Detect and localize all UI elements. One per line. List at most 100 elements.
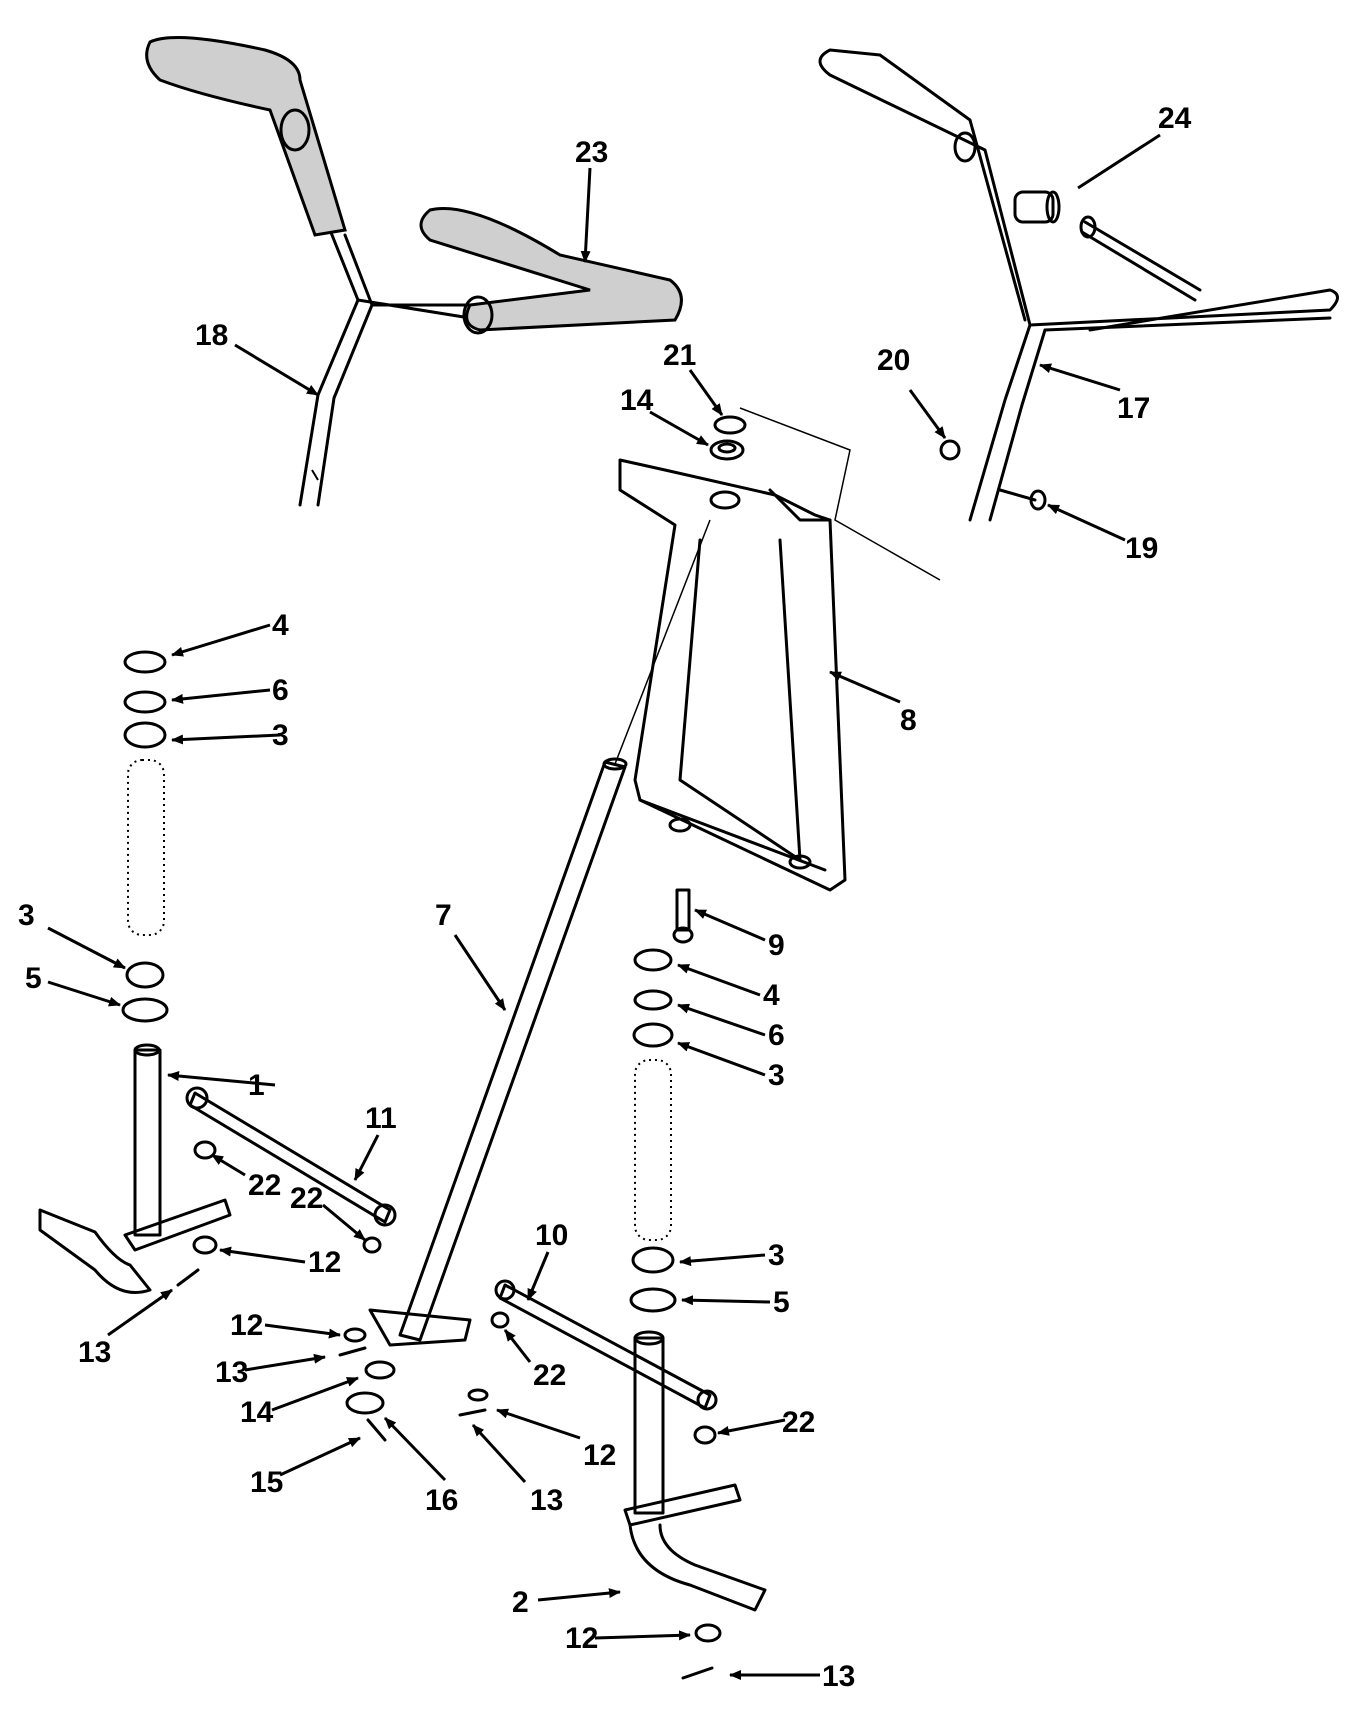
washer-part-5-left: [121, 997, 169, 1023]
leader-24: [1077, 133, 1161, 190]
callout-12: 12: [308, 1246, 341, 1279]
leader-5b: [681, 1295, 771, 1306]
callout-3: 3: [768, 1239, 785, 1272]
spindle-housing-outline-left: [127, 759, 165, 936]
leader-14a: [649, 410, 709, 447]
leader-16: [383, 1416, 447, 1482]
snap-ring-part-4-left: [123, 650, 167, 674]
leader-22b: [322, 1203, 366, 1242]
spacer-sleeve-part-24: [1013, 190, 1061, 224]
leader-22d: [717, 1418, 786, 1436]
leader-23: [580, 167, 592, 263]
washer-part-5-right: [629, 1287, 677, 1313]
steering-shaft-part-7: [398, 519, 711, 1342]
spindle-part-2: [633, 1336, 665, 1515]
callout-10: 10: [535, 1219, 568, 1252]
leader-15: [279, 1436, 361, 1477]
callout-12: 12: [565, 1622, 598, 1655]
leader-13b: [244, 1353, 326, 1372]
leader-22c: [503, 1329, 532, 1363]
pin-part-13-a: [176, 1268, 200, 1287]
nut-part-22-b: [362, 1236, 382, 1254]
callout-3: 3: [18, 899, 35, 932]
leader-12c: [496, 1408, 581, 1440]
callout-20: 20: [877, 344, 910, 377]
callout-14: 14: [620, 384, 654, 417]
callout-14: 14: [240, 1396, 274, 1429]
callout-12: 12: [583, 1439, 616, 1472]
washer-part-6-left: [123, 690, 167, 714]
left-spindle-assembly: [38, 650, 232, 1294]
callout-22: 22: [290, 1182, 323, 1215]
washer-part-12-b: [343, 1327, 367, 1343]
bushing-part-14-bottom: [364, 1360, 396, 1380]
callout-13: 13: [822, 1660, 855, 1693]
leader-12d: [594, 1630, 691, 1641]
leader-10: [526, 1251, 550, 1301]
leader-1: [167, 1071, 276, 1087]
spindle-part-1: [133, 1048, 162, 1237]
bolt-part-9: [672, 888, 694, 944]
washer-part-12-a: [192, 1235, 218, 1255]
steering-arm-plate: [368, 1308, 472, 1347]
bearing-part-3-right-top: [632, 1022, 674, 1048]
leader-22a: [211, 1153, 246, 1177]
callout-17: 17: [1117, 392, 1150, 425]
pin-part-13-c: [458, 1408, 487, 1417]
leader-12b: [264, 1323, 341, 1339]
callout-22: 22: [248, 1169, 281, 1202]
callout-21: 21: [663, 339, 696, 372]
callout-12: 12: [230, 1309, 263, 1342]
leader-3b: [47, 926, 126, 970]
leader-6b: [677, 1003, 766, 1037]
callout-3: 3: [272, 719, 289, 752]
callout-4: 4: [763, 979, 780, 1012]
leader-4b: [677, 963, 761, 997]
leader-2: [537, 1588, 621, 1602]
bearing-part-3-right-bottom: [631, 1246, 675, 1274]
nut-part-22-a: [193, 1140, 217, 1160]
callout-13: 13: [530, 1484, 563, 1517]
leader-8: [829, 670, 901, 704]
callout-23: 23: [575, 136, 608, 169]
washer-part-6-right: [633, 989, 673, 1011]
snap-ring-part-4-right: [633, 948, 673, 972]
leader-3d: [679, 1253, 766, 1267]
leader-13c: [471, 1423, 527, 1484]
leader-3c: [677, 1041, 766, 1077]
leader-21: [688, 369, 724, 416]
leader-13a: [107, 1288, 173, 1337]
callout-6: 6: [272, 674, 289, 707]
callout-13: 13: [215, 1356, 248, 1389]
bearing-part-3-left-top: [123, 721, 167, 749]
leader-20: [908, 389, 947, 439]
bolt-part-19: [998, 488, 1047, 511]
callout-11: 11: [365, 1102, 397, 1135]
callout-16: 16: [425, 1484, 458, 1517]
callout-6: 6: [768, 1019, 785, 1052]
assembly-phantom-line-top: [739, 407, 941, 581]
leader-12a: [219, 1246, 306, 1264]
washer-part-16: [345, 1391, 385, 1415]
leader-3a: [171, 733, 281, 745]
leader-5a: [47, 980, 121, 1007]
bearing-part-3-left-bottom: [125, 961, 165, 989]
right-handlebar-part-17: [818, 48, 1339, 522]
callout-24: 24: [1158, 102, 1192, 135]
washer-part-12-d: [694, 1623, 722, 1643]
callout-labels: 1 2 3 3 3 3 4 4 5 5 6 6 7 8 9 10 11 12 1…: [18, 102, 1192, 1693]
leader-18: [234, 343, 319, 397]
nut-part-20: [939, 439, 961, 461]
washer-part-21: [713, 415, 747, 435]
callout-3: 3: [768, 1059, 785, 1092]
callout-8: 8: [900, 704, 917, 737]
callout-5: 5: [25, 962, 42, 995]
leader-11: [353, 1134, 380, 1181]
callout-5: 5: [773, 1286, 790, 1319]
callout-2: 2: [512, 1586, 529, 1619]
right-spindle-assembly: [623, 948, 767, 1612]
washer-part-12-c: [467, 1388, 489, 1402]
pin-part-13-d: [681, 1666, 714, 1680]
nut-part-22-d: [693, 1425, 717, 1445]
